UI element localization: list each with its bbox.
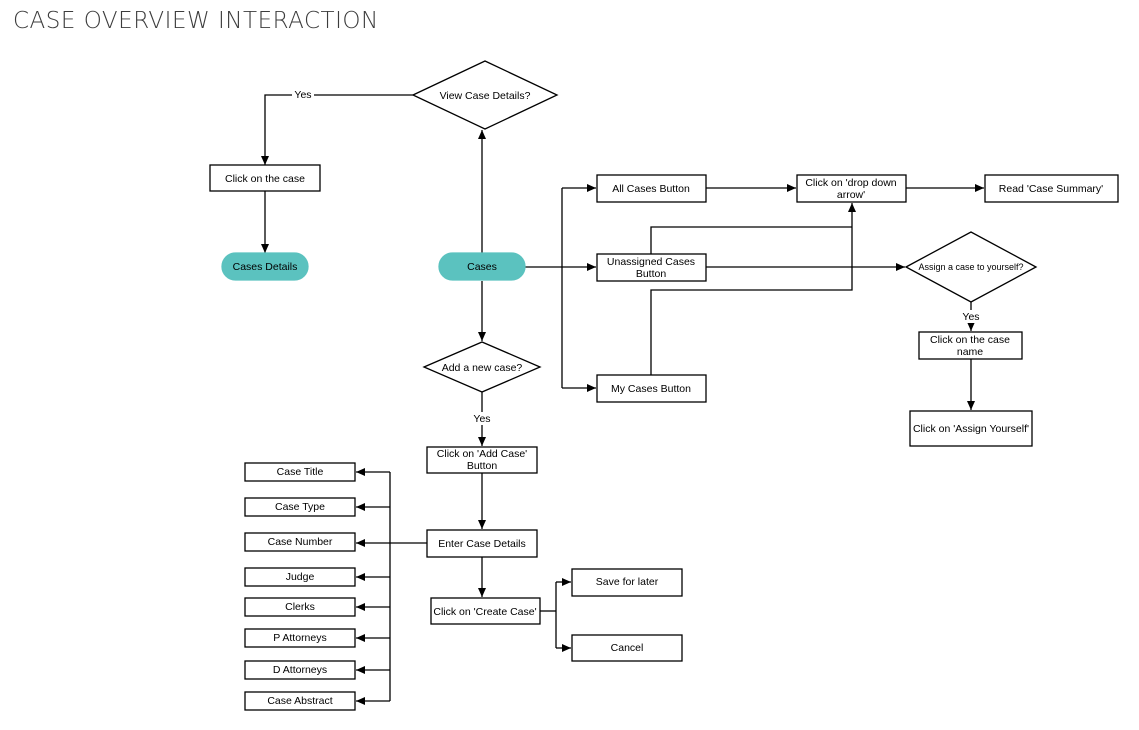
process-cancel-label: Cancel bbox=[611, 642, 644, 654]
field-clerks-label: Clerks bbox=[285, 601, 315, 613]
terminal-cases-label: Cases bbox=[467, 261, 497, 273]
process-unassigned-cases-button: Unassigned Cases Button bbox=[596, 253, 707, 282]
field-case-title: Case Title bbox=[244, 462, 356, 482]
process-my-cases-button-label: My Cases Button bbox=[611, 383, 691, 395]
process-click-drop-down: Click on 'drop down arrow' bbox=[796, 174, 907, 203]
process-click-case-name-line1: Click on the case bbox=[930, 334, 1010, 346]
yes-label-view: Yes bbox=[294, 89, 311, 101]
process-click-create-case-label: Click on 'Create Case' bbox=[433, 606, 536, 618]
terminal-cases: Cases bbox=[438, 252, 526, 281]
field-judge: Judge bbox=[244, 567, 356, 587]
field-case-abstract: Case Abstract bbox=[244, 691, 356, 711]
process-click-on-case-label: Click on the case bbox=[225, 173, 305, 185]
edge-view-to-click-case bbox=[261, 94, 413, 165]
edge-unassigned-to-dropdown bbox=[650, 226, 852, 254]
field-judge-label: Judge bbox=[286, 571, 315, 583]
terminal-cases-details: Cases Details bbox=[221, 252, 309, 281]
process-unassigned-cases-line2: Button bbox=[636, 268, 667, 280]
yes-label-add: Yes bbox=[473, 413, 490, 425]
process-save-for-later: Save for later bbox=[571, 568, 683, 597]
field-case-type: Case Type bbox=[244, 497, 356, 517]
process-click-case-name: Click on the case name bbox=[918, 331, 1023, 360]
process-click-create-case: Click on 'Create Case' bbox=[430, 597, 541, 625]
process-read-case-summary-label: Read 'Case Summary' bbox=[999, 183, 1103, 195]
field-p-attorneys: P Attorneys bbox=[244, 628, 356, 648]
process-save-for-later-label: Save for later bbox=[596, 576, 659, 588]
edge-labels: Yes Yes Yes bbox=[292, 88, 982, 425]
process-unassigned-cases-line1: Unassigned Cases bbox=[607, 256, 695, 268]
decision-view-case-details-label: View Case Details? bbox=[440, 90, 531, 102]
field-case-number: Case Number bbox=[244, 532, 356, 552]
process-click-drop-down-line1: Click on 'drop down bbox=[805, 177, 896, 189]
process-enter-case-details: Enter Case Details bbox=[426, 529, 538, 558]
edge-my-to-dropdown bbox=[650, 203, 856, 375]
process-enter-case-details-label: Enter Case Details bbox=[438, 538, 526, 550]
decision-add-new-case-label: Add a new case? bbox=[442, 362, 523, 374]
terminal-cases-details-label: Cases Details bbox=[233, 261, 298, 273]
field-case-abstract-label: Case Abstract bbox=[267, 695, 332, 707]
process-my-cases-button: My Cases Button bbox=[596, 374, 707, 403]
process-click-assign-yourself-label: Click on 'Assign Yourself' bbox=[913, 423, 1029, 435]
process-click-drop-down-line2: arrow' bbox=[837, 189, 865, 201]
decision-assign-case-label: Assign a case to yourself? bbox=[918, 262, 1023, 272]
field-d-attorneys-label: D Attorneys bbox=[273, 664, 327, 676]
process-click-add-case: Click on 'Add Case' Button bbox=[426, 446, 538, 474]
edges bbox=[261, 94, 984, 705]
decision-assign-case: Assign a case to yourself? bbox=[904, 231, 1038, 303]
process-click-on-case: Click on the case bbox=[209, 164, 321, 192]
field-case-type-label: Case Type bbox=[275, 501, 325, 513]
field-d-attorneys: D Attorneys bbox=[244, 660, 356, 680]
field-case-title-label: Case Title bbox=[277, 466, 324, 478]
decision-add-new-case: Add a new case? bbox=[422, 341, 542, 393]
process-all-cases-button-label: All Cases Button bbox=[612, 183, 690, 195]
process-click-add-case-line1: Click on 'Add Case' bbox=[437, 448, 527, 460]
process-click-add-case-line2: Button bbox=[467, 460, 498, 472]
process-all-cases-button: All Cases Button bbox=[596, 174, 707, 203]
yes-label-assign: Yes bbox=[962, 311, 979, 323]
process-click-assign-yourself: Click on 'Assign Yourself' bbox=[909, 410, 1033, 447]
process-cancel: Cancel bbox=[571, 634, 683, 662]
process-click-case-name-line2: name bbox=[957, 346, 983, 358]
page-title: CASE OVERVIEW INTERACTION bbox=[13, 8, 379, 34]
field-clerks: Clerks bbox=[244, 597, 356, 617]
process-read-case-summary: Read 'Case Summary' bbox=[984, 174, 1119, 203]
decision-view-case-details: View Case Details? bbox=[411, 60, 559, 130]
field-case-number-label: Case Number bbox=[268, 536, 333, 548]
field-p-attorneys-label: P Attorneys bbox=[273, 632, 327, 644]
